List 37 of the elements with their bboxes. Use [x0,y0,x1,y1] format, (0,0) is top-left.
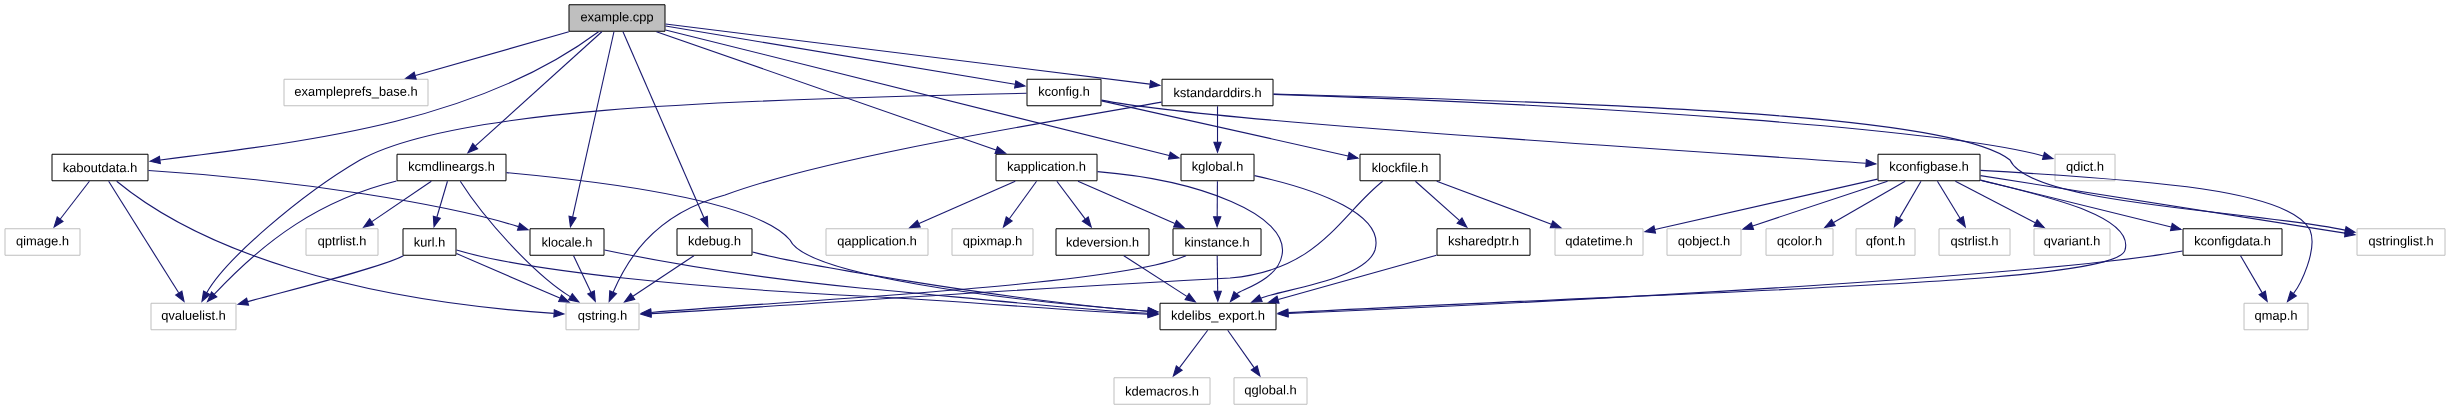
file-box: kconfig.h [1026,78,1102,107]
file-box: kstandarddirs.h [1161,78,1274,107]
file-box: qvariant.h [2033,228,2111,256]
file-box: qfont.h [1855,228,1916,256]
file-box: kcmdlineargs.h [396,153,507,182]
file-box: qptrlist.h [305,228,379,256]
file-box: kdebug.h [676,228,753,256]
file-box: qdatetime.h [1554,228,1644,256]
file-box: qcolor.h [1765,228,1834,256]
file-box: klockfile.h [1359,153,1441,182]
file-box: qapplication.h [825,228,929,256]
file-box: qmap.h [2243,302,2309,331]
file-box: kinstance.h [1172,228,1262,256]
file-box: exampleprefs_base.h [283,78,429,107]
file-box: kdemacros.h [1113,377,1211,405]
file-box: kdelibs_export.h [1159,302,1277,331]
file-box: kglobal.h [1180,153,1255,182]
file-box: qstringlist.h [2356,228,2446,256]
file-box: qstring.h [565,302,640,331]
file-box: qpixmap.h [951,228,1034,256]
file-box: kurl.h [402,228,457,256]
dependency-arrow [206,180,398,303]
highlighted-file-box: example.cpp [568,4,666,32]
file-box: qobject.h [1666,228,1742,256]
file-box: kconfigdata.h [2182,228,2283,256]
file-box: kconfigbase.h [1877,153,1981,182]
file-box: kaboutdata.h [51,153,149,182]
file-box: qglobal.h [1233,377,1308,405]
dependency-arrow [1096,171,1283,303]
file-box: qimage.h [4,228,81,256]
file-box: klocale.h [529,228,605,256]
file-box: kdeversion.h [1055,228,1150,256]
file-box: qvaluelist.h [150,302,237,331]
file-box: qstrlist.h [1938,228,2011,256]
file-box: kapplication.h [995,153,1098,182]
file-box: qdict.h [2054,153,2116,182]
file-box: ksharedptr.h [1436,228,1531,256]
